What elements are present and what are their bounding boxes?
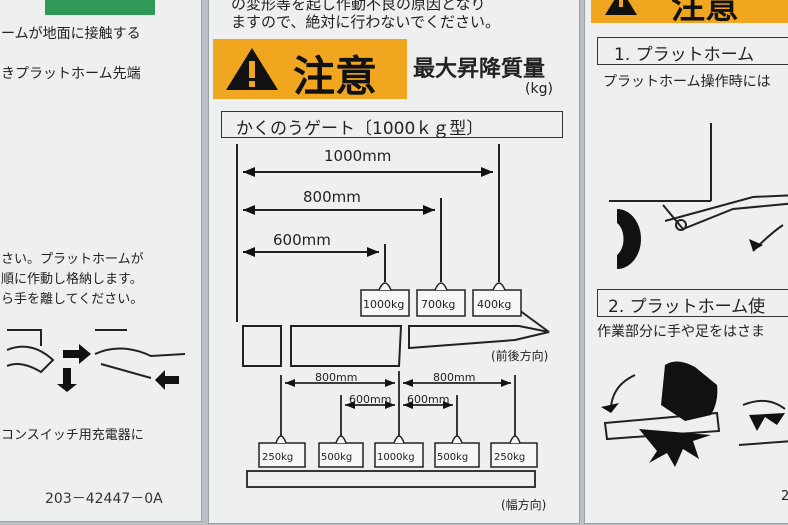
dimension-label: 800mm (303, 188, 361, 206)
instruction-heading: 2. プラットホーム使 (608, 297, 766, 317)
caution-label: 注意 (671, 0, 739, 27)
green-header-strip (45, 0, 155, 15)
part-code: 203－42447－0A (45, 491, 163, 507)
weight-label: 400kg (477, 298, 512, 311)
left-text-line: きプラットホーム先端 (1, 66, 141, 82)
caution-banner: 注意 (213, 39, 407, 101)
hand-pinch-hazard-icon (601, 361, 788, 467)
weight-label: 700kg (421, 298, 456, 311)
unit-label: (kg) (525, 81, 553, 97)
dimension-label: 600mm (273, 231, 331, 249)
left-text-line: さい。プラットホームが (1, 252, 144, 267)
left-text-line: 順に作動し格納します。 (1, 272, 143, 287)
weight-label: 1000kg (363, 298, 405, 311)
top-caution-text: の変形等を起し作動不良の原因となり (231, 0, 486, 13)
front-back-load-diagram (236, 144, 550, 367)
dimension-label: 800mm (433, 371, 476, 384)
left-text-line: ームが地面に接触する (1, 26, 141, 42)
center-label-panel: の変形等を起し作動不良の原因となり ますので、絶対に行わないでください。 注意 … (208, 0, 580, 524)
left-text-line: コンスイッチ用充電器に (1, 428, 144, 443)
weight-label: 250kg (262, 452, 294, 463)
dimension-label: 1000mm (324, 147, 392, 165)
gate-title-box: かくのうゲート〔1000ｋｇ型〕 (221, 111, 563, 139)
corner-mark: 2 (781, 489, 788, 504)
direction-label: (前後方向) (491, 349, 549, 363)
width-load-diagram (246, 371, 538, 488)
dimension-label: 800mm (315, 371, 358, 384)
platform-operation-diagram-icon (609, 123, 788, 269)
caution-label: 注意 (293, 52, 378, 101)
instruction-text: 作業部分に手や足をはさま (597, 324, 765, 340)
gate-title: かくのうゲート〔1000ｋｇ型〕 (236, 119, 484, 139)
right-label-panel: 注意 1. プラットホーム プラットホーム操作時には 2. プラットホーム使 作… (584, 0, 788, 524)
direction-label: (幅方向) (501, 498, 547, 512)
weight-label: 1000kg (377, 452, 415, 463)
liftgate-fold-diagram-icon (6, 329, 186, 392)
dimension-label: 600mm (407, 393, 450, 406)
max-lift-heading: 最大昇降質量 (413, 57, 546, 82)
instruction-text: プラットホーム操作時には (603, 74, 771, 90)
warning-triangle-icon (605, 0, 637, 15)
left-label-panel: ームが地面に接触する きプラットホーム先端 さい。プラットホームが 順に作動し格… (0, 0, 202, 522)
instruction-heading-box: 1. プラットホーム (597, 37, 788, 65)
top-caution-text: ますので、絶対に行わないでください。 (231, 13, 500, 31)
weight-label: 500kg (321, 452, 353, 463)
caution-banner: 注意 (591, 0, 788, 27)
dimension-label: 600mm (349, 393, 392, 406)
weight-label: 250kg (494, 452, 526, 463)
instruction-heading: 1. プラットホーム (614, 45, 755, 65)
weight-label: 500kg (437, 452, 469, 463)
instruction-heading-box: 2. プラットホーム使 (597, 289, 788, 317)
left-text-line: ら手を離してください。 (1, 292, 144, 307)
warning-triangle-icon (226, 48, 278, 90)
